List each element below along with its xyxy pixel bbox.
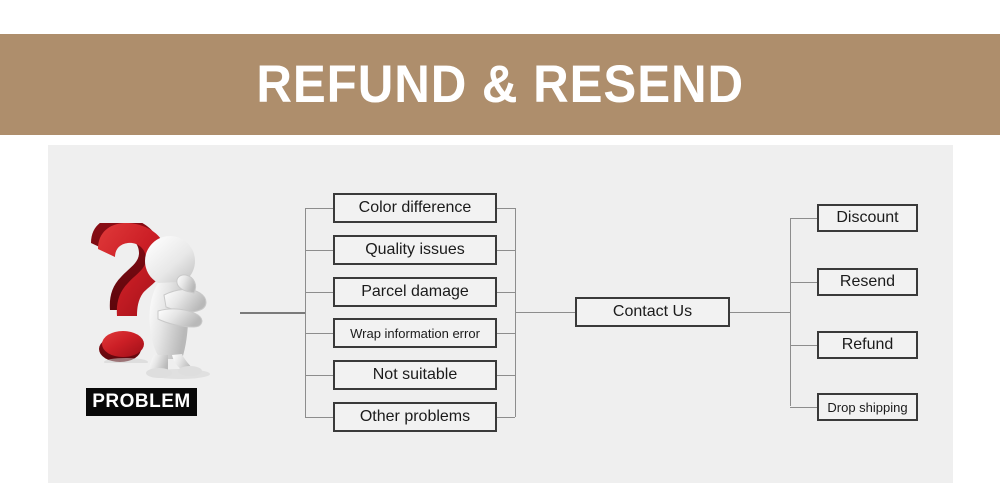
connector-contact-to-solutions <box>730 312 790 313</box>
reason-box-not-suitable[interactable]: Not suitable <box>333 360 497 390</box>
connector-reason-out-stub <box>497 208 515 209</box>
diagram-panel: PROBLEM Color difference Quality issues … <box>48 145 953 483</box>
connector-solution-stub <box>790 345 817 346</box>
connector-reason-stub <box>305 417 333 418</box>
connector-right-spine <box>790 218 791 406</box>
connector-solution-stub <box>790 218 817 219</box>
thinking-person-icon <box>145 236 210 379</box>
problem-label: PROBLEM <box>86 388 197 416</box>
connector-reasons-to-contact <box>515 312 575 313</box>
reason-box-parcel-damage[interactable]: Parcel damage <box>333 277 497 307</box>
solution-box-drop-shipping[interactable]: Drop shipping <box>817 393 918 421</box>
connector-reason-out-stub <box>497 250 515 251</box>
connector-reason-out-stub <box>497 292 515 293</box>
connector-reason-out-stub <box>497 333 515 334</box>
reason-box-wrap-information-error[interactable]: Wrap information error <box>333 318 497 348</box>
solution-box-refund[interactable]: Refund <box>817 331 918 359</box>
connector-reason-stub <box>305 333 333 334</box>
connector-reason-out-stub <box>497 375 515 376</box>
page-banner: REFUND & RESEND <box>0 34 1000 135</box>
connector-reason-stub <box>305 250 333 251</box>
connector-reason-out-stub <box>497 417 515 418</box>
question-mark-icon <box>91 223 167 363</box>
connector-solution-stub <box>790 282 817 283</box>
reason-box-quality-issues[interactable]: Quality issues <box>333 235 497 265</box>
reason-box-color-difference[interactable]: Color difference <box>333 193 497 223</box>
problem-icon <box>78 223 238 379</box>
solution-box-discount[interactable]: Discount <box>817 204 918 232</box>
connector-solution-stub <box>790 407 817 408</box>
connector-reason-stub <box>305 292 333 293</box>
connector-reason-stub <box>305 375 333 376</box>
connector-left-spine <box>305 208 306 417</box>
contact-us-box[interactable]: Contact Us <box>575 297 730 327</box>
page-title: REFUND & RESEND <box>256 55 744 114</box>
connector-reason-stub <box>305 208 333 209</box>
reason-box-other-problems[interactable]: Other problems <box>333 402 497 432</box>
connector-icon-to-reasons <box>240 312 305 314</box>
solution-box-resend[interactable]: Resend <box>817 268 918 296</box>
